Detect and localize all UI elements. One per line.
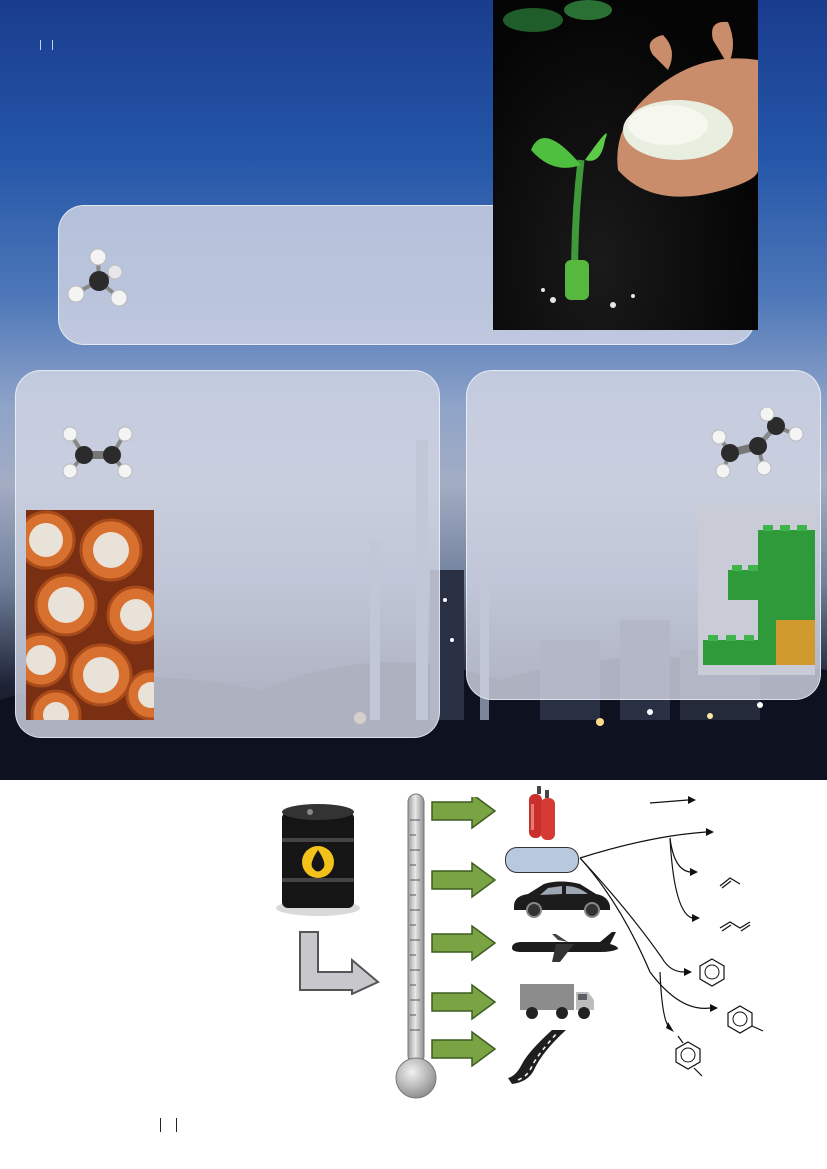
pvc-pipes-photo — [26, 510, 154, 720]
gas-cylinders-icon — [529, 786, 555, 840]
feed-arrow-icon — [299, 931, 380, 995]
cracking-arrow-icon — [649, 796, 696, 804]
arrow-diesel — [431, 983, 497, 1021]
truck-icon — [520, 984, 594, 1019]
car-icon — [514, 881, 610, 918]
folio-tick — [52, 40, 53, 50]
folio-tick — [176, 1118, 177, 1132]
arrow-kerosene — [431, 924, 497, 962]
arrow-bitumen — [431, 1030, 497, 1067]
naphtha-pill — [505, 847, 579, 873]
lego-bricks-photo — [698, 505, 815, 675]
petrochemical-branches — [579, 828, 751, 1032]
propene-molecule-icon — [711, 408, 804, 478]
butadiene-skeletal-icon — [719, 921, 751, 932]
arrow-petrol — [431, 861, 497, 899]
folio-tick — [160, 1118, 161, 1132]
xylene-ring-icon — [675, 1035, 703, 1077]
fraction-arrows — [431, 797, 497, 1067]
ethene-molecule-icon — [62, 426, 133, 479]
pipes-illustration — [26, 510, 154, 720]
airplane-icon — [512, 932, 618, 962]
seedling-fertilizer-photo — [493, 0, 758, 330]
benzene-ring-icon — [699, 958, 725, 987]
lego-illustration — [703, 525, 815, 665]
distillation-thermometer — [395, 793, 437, 1099]
toluene-ring-icon — [727, 1005, 764, 1034]
road-icon — [508, 1030, 566, 1084]
oil-barrel-icon — [276, 804, 360, 916]
folio-tick — [40, 40, 41, 50]
arrow-gas — [431, 797, 497, 830]
seedling-illustration — [503, 0, 758, 308]
methane-molecule-icon — [67, 248, 128, 307]
propene-skeletal-icon — [719, 877, 741, 889]
